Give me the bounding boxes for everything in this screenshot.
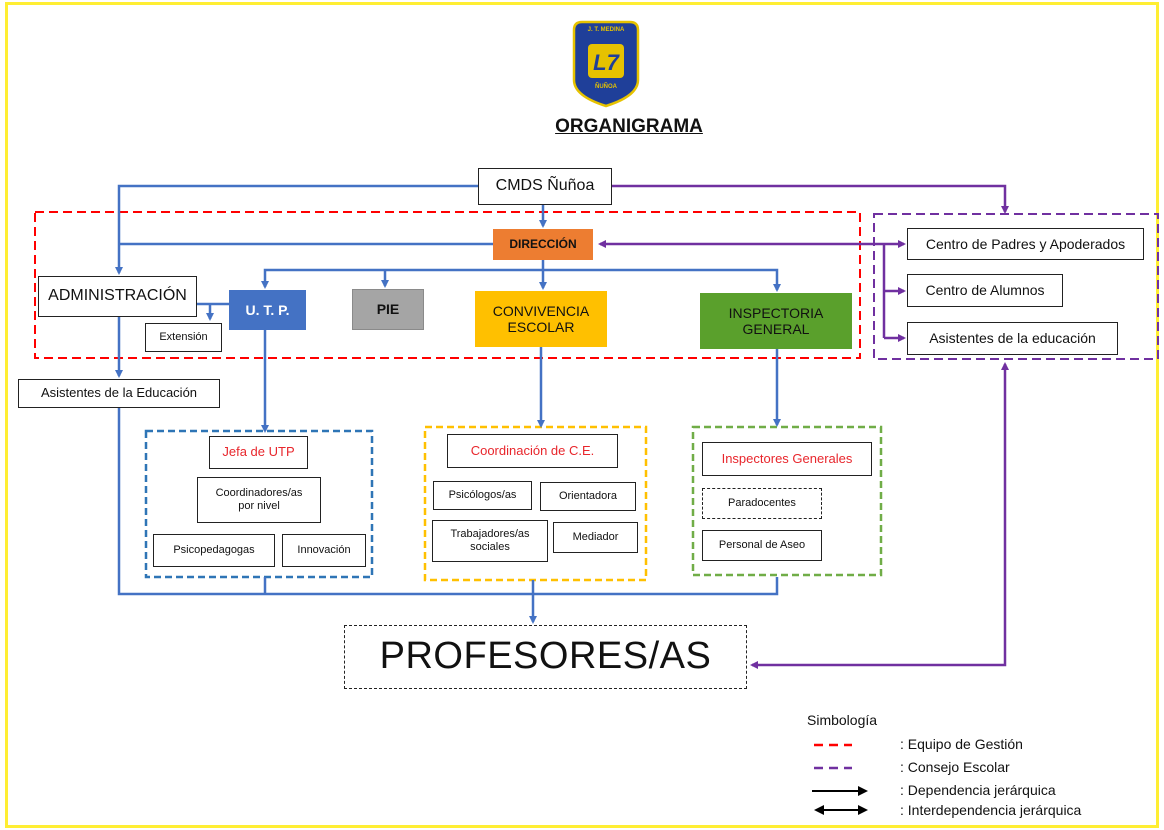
consejo-escolar-frame bbox=[873, 213, 1159, 360]
centro-alumnos-box: Centro de Alumnos bbox=[907, 274, 1063, 307]
profesores-box: PROFESORES/AS bbox=[344, 625, 747, 689]
pie-box: PIE bbox=[352, 289, 424, 330]
asistentes-consejo-box: Asistentes de la educación bbox=[907, 322, 1118, 355]
legend-title: Simbología bbox=[807, 712, 878, 728]
logo-bottom-text: ÑUÑOA bbox=[595, 84, 617, 90]
psicologos-box: Psicólogos/as bbox=[433, 481, 532, 510]
orientadora-box: Orientadora bbox=[540, 482, 636, 511]
personal-aseo-box: Personal de Aseo bbox=[702, 530, 822, 561]
cmds-box: CMDS Ñuñoa bbox=[478, 168, 612, 205]
extension-box: Extensión bbox=[145, 323, 222, 352]
legend-equipo-gestion: : Equipo de Gestión bbox=[900, 736, 1023, 752]
page-frame bbox=[5, 2, 1159, 828]
legend-consejo-escolar: : Consejo Escolar bbox=[900, 759, 1010, 775]
school-logo-shield: L7 bbox=[572, 20, 640, 108]
utp-group-frame bbox=[144, 429, 374, 579]
mediador-box: Mediador bbox=[553, 522, 638, 553]
legend-dependencia: : Dependencia jerárquica bbox=[900, 782, 1056, 798]
coordinadores-box: Coordinadores/as por nivel bbox=[197, 477, 321, 523]
trabajadores-box: Trabajadores/as sociales bbox=[432, 520, 548, 562]
jefa-utp-box: Jefa de UTP bbox=[209, 436, 308, 469]
paradocentes-box: Paradocentes bbox=[702, 488, 822, 519]
logo-top-text: J. T. MEDINA bbox=[587, 27, 625, 33]
psicopedagogas-box: Psicopedagogas bbox=[153, 534, 275, 567]
asistentes-educacion-box: Asistentes de la Educación bbox=[18, 379, 220, 408]
utp-box: U. T. P. bbox=[229, 290, 306, 330]
inspectores-box: Inspectores Generales bbox=[702, 442, 872, 476]
administracion-box: ADMINISTRACIÓN bbox=[38, 276, 197, 317]
convivencia-box: CONVIVENCIA ESCOLAR bbox=[475, 291, 607, 347]
coordinacion-ce-box: Coordinación de C.E. bbox=[447, 434, 618, 468]
equipo-gestion-frame bbox=[34, 211, 861, 359]
inspectoria-box: INSPECTORIA GENERAL bbox=[700, 293, 852, 349]
page-title: ORGANIGRAMA bbox=[555, 116, 703, 137]
svg-text:L7: L7 bbox=[593, 50, 620, 75]
innovacion-box: Innovación bbox=[282, 534, 366, 567]
ce-group-frame bbox=[423, 425, 648, 582]
legend-interdependencia: : Interdependencia jerárquica bbox=[900, 802, 1082, 818]
centro-padres-box: Centro de Padres y Apoderados bbox=[907, 228, 1144, 260]
direccion-box: DIRECCIÓN bbox=[493, 229, 593, 260]
